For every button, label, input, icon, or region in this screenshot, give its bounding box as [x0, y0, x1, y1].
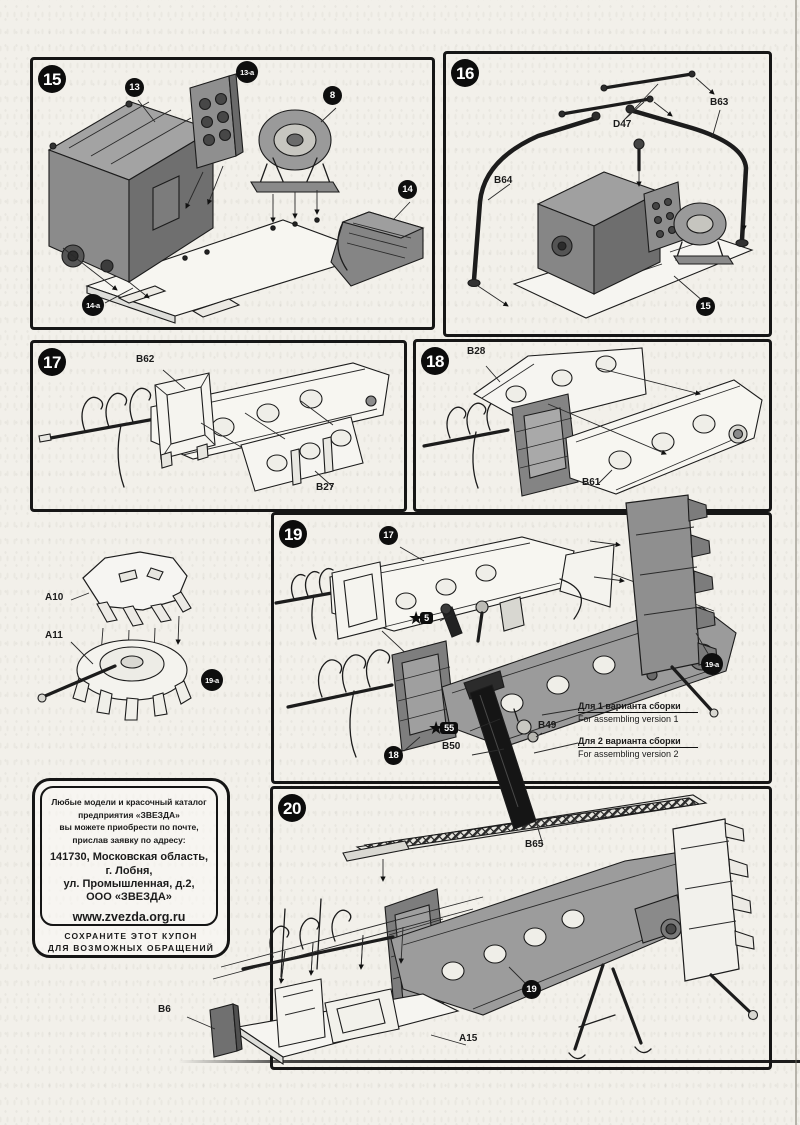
- subassembly-19a-drawing: [35, 548, 255, 738]
- step-15-panel: 15: [30, 57, 435, 330]
- step-15-drawing: [47, 73, 425, 324]
- zvezda-coupon-box: Любые модели и красочный каталог предпри…: [32, 778, 230, 958]
- coupon-keep-note: СОХРАНИТЕ ЭТОТ КУПОН ДЛЯ ВОЗМОЖНЫХ ОБРАЩ…: [47, 931, 215, 953]
- scan-artifact-right-edge: [795, 0, 797, 1125]
- step-16-panel: 16: [443, 51, 772, 337]
- step-18-drawing: [422, 347, 763, 497]
- assembly-note-version-2: Для 2 варианта сборки For assembling ver…: [578, 736, 698, 759]
- part-label-b49: B49: [538, 720, 557, 731]
- callout-13a: 13-a: [236, 61, 258, 83]
- part-label-a11: A11: [45, 630, 63, 641]
- step-16-drawing: [467, 70, 754, 319]
- star-callout-55: ★ 55: [428, 718, 459, 738]
- part-label-a15: A15: [459, 1033, 478, 1044]
- star-icon: ★: [408, 608, 425, 628]
- step-number: 15: [38, 65, 66, 93]
- part-label-b64: B64: [494, 175, 513, 186]
- part-label-b65: B65: [525, 839, 544, 850]
- part-label-d47: D47: [613, 119, 632, 130]
- step-20-panel: 20: [186, 786, 772, 1070]
- callout-15: 15: [696, 297, 715, 316]
- callout-19: 19: [522, 980, 541, 999]
- side-drawing: [37, 551, 192, 721]
- callout-13: 13: [125, 78, 144, 97]
- callout-18: 18: [384, 746, 403, 765]
- star-icon: ★: [428, 718, 445, 738]
- coupon-website: www.zvezda.org.ru: [72, 910, 186, 925]
- part-label-b61: B61: [582, 477, 601, 488]
- part-label-b62: B62: [136, 354, 155, 365]
- step-18-panel: 18: [413, 339, 772, 512]
- coupon-address-box: Любые модели и красочный каталог предпри…: [40, 786, 218, 926]
- step-17-drawing: [38, 362, 390, 492]
- step-number: 18: [421, 347, 449, 375]
- step-17-panel: 17: [30, 340, 407, 512]
- step-20-drawing: [186, 794, 759, 1066]
- part-label-a10: A10: [45, 592, 64, 603]
- part-label-b50: B50: [442, 741, 461, 752]
- step-number: 17: [38, 348, 66, 376]
- callout-19a-side: 19-a: [201, 669, 223, 691]
- part-label-b63: B63: [710, 97, 729, 108]
- assembly-note-version-1: Для 1 варианта сборки For assembling ver…: [578, 701, 698, 724]
- step-number: 20: [278, 794, 306, 822]
- step-19-drawing: [274, 494, 737, 830]
- coupon-address: 141730, Московская область, г. Лобня, ул…: [49, 851, 209, 903]
- callout-17: 17: [379, 526, 398, 545]
- part-label-b27: B27: [316, 482, 335, 493]
- part-label-b6: B6: [158, 1004, 171, 1015]
- part-label-b28: B28: [467, 346, 486, 357]
- callout-14: 14: [398, 180, 417, 199]
- step-19-panel: 19: [271, 494, 772, 830]
- scan-artifact-bottom-line: [178, 1060, 800, 1063]
- callout-19a: 19-a: [701, 653, 723, 675]
- callout-8: 8: [323, 86, 342, 105]
- callout-14a: 14-a: [82, 294, 104, 316]
- coupon-intro: Любые модели и красочный каталог предпри…: [51, 797, 207, 845]
- star-callout-5: ★ 5: [408, 608, 434, 628]
- step-number: 16: [451, 59, 479, 87]
- step-number: 19: [279, 520, 307, 548]
